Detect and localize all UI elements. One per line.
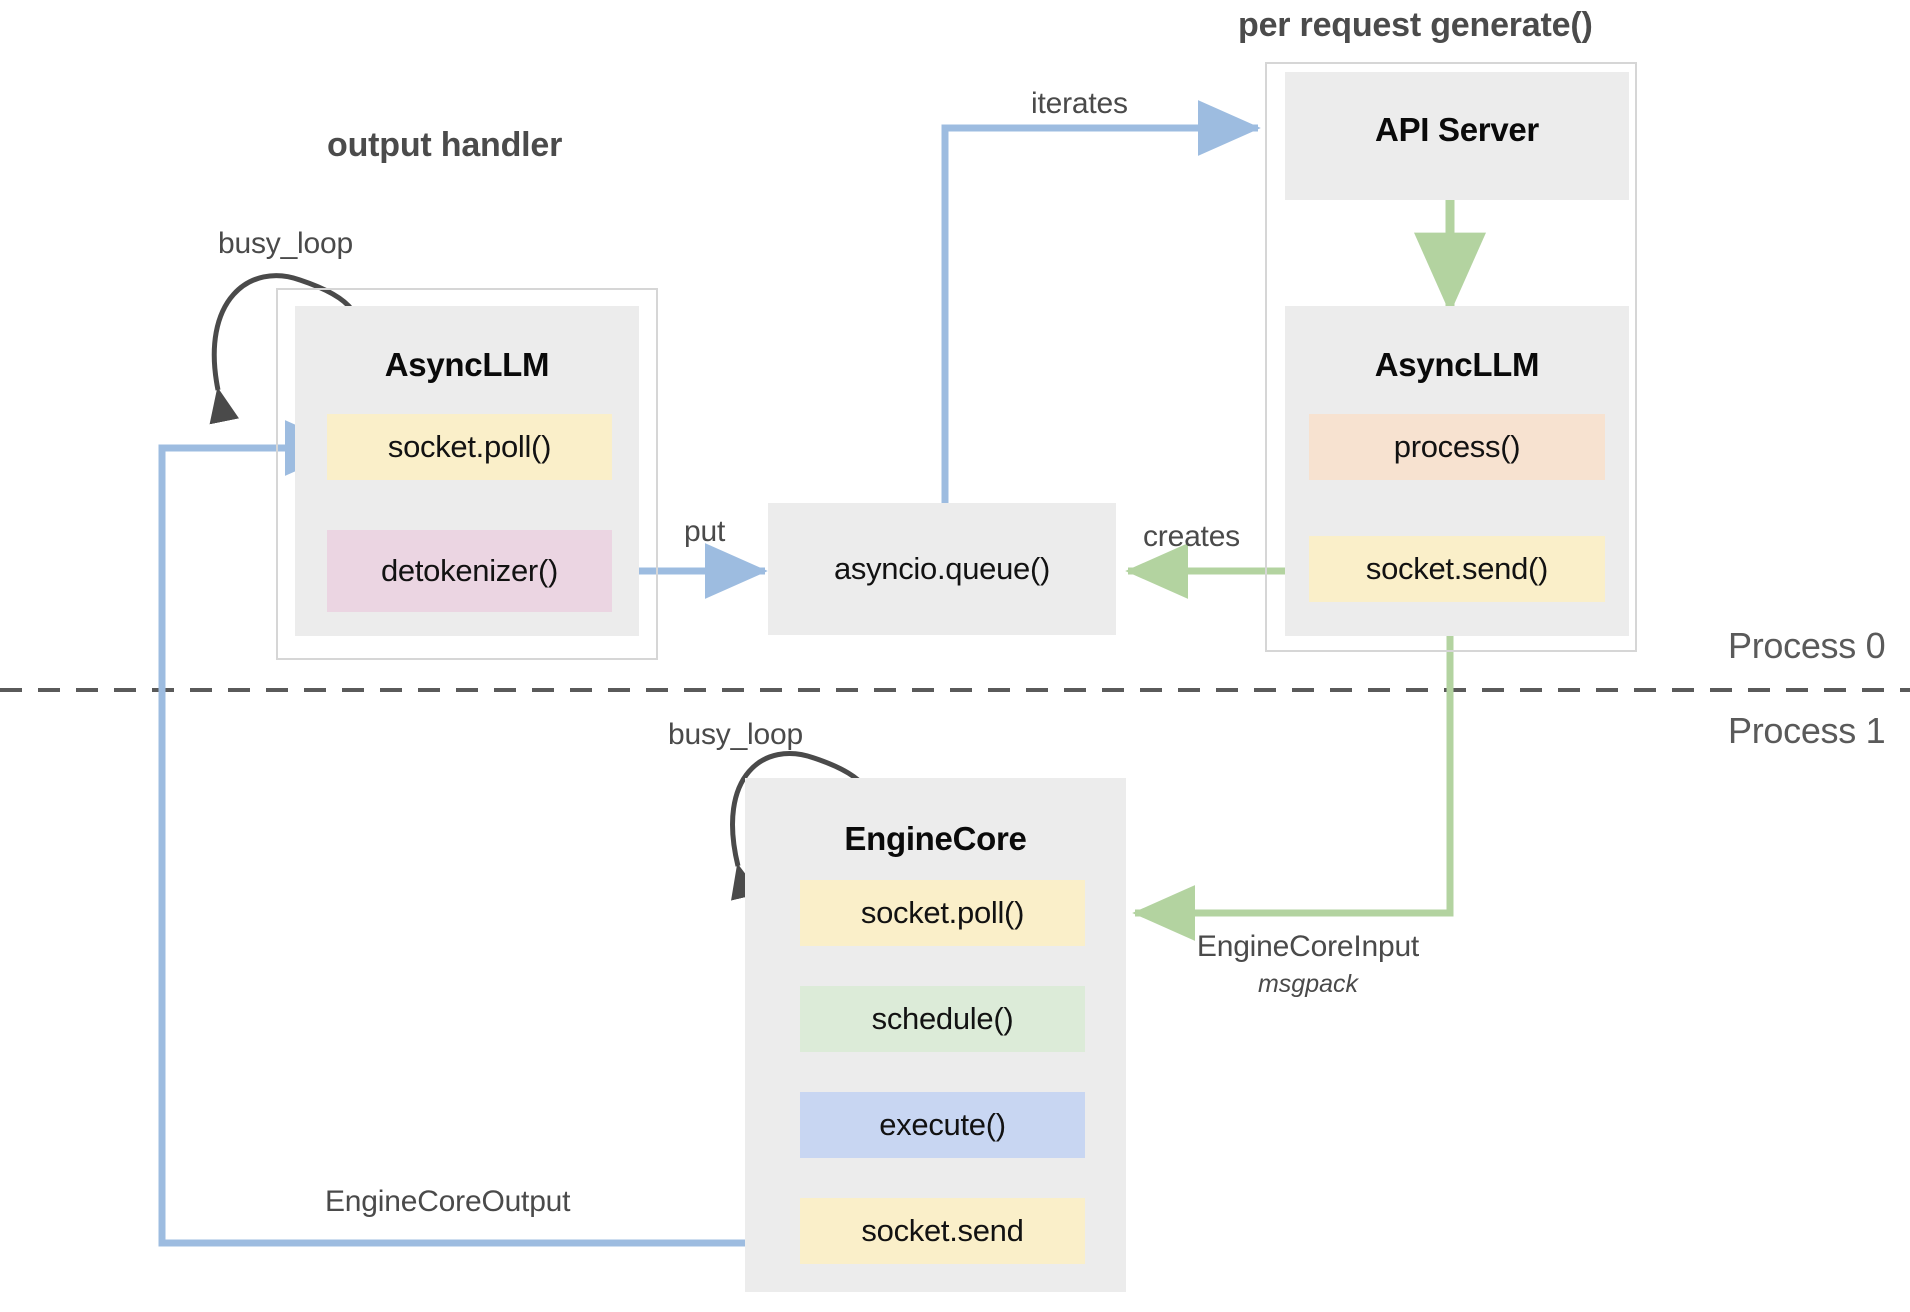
per-request-frame [1265, 62, 1637, 652]
iterates-label: iterates [1031, 87, 1128, 120]
asyncio-queue-box[interactable]: asyncio.queue() [768, 503, 1116, 635]
asyncllm-per-request-title: AsyncLLM [1374, 346, 1540, 383]
put-label: put [684, 515, 726, 548]
enginecoreinput-sublabel: msgpack [1257, 970, 1359, 998]
enginecoreinput-label: EngineCoreInput [1196, 930, 1420, 963]
asyncllm-socket-poll-box[interactable]: socket.poll() [327, 414, 612, 480]
per-request-title: per request generate() [1238, 6, 1593, 44]
creates-label: creates [1143, 520, 1240, 553]
busy-loop-label-enginecore: busy_loop [668, 718, 803, 751]
enginecore-execute-box[interactable]: execute() [800, 1092, 1085, 1158]
asyncllm-process-box[interactable]: process() [1309, 414, 1605, 480]
busy-loop-label-asyncllm: busy_loop [218, 227, 353, 260]
iterates-arrow [941, 100, 1261, 508]
output-handler-frame [276, 288, 658, 660]
enginecore-schedule-box[interactable]: schedule() [800, 986, 1085, 1052]
enginecore-title: EngineCore [844, 820, 1027, 857]
process-1-label: Process 1 [1728, 710, 1886, 751]
asyncllm-detokenizer-box[interactable]: detokenizer() [327, 530, 612, 612]
enginecore-socket-poll-box[interactable]: socket.poll() [800, 880, 1085, 946]
enginecore-socket-send-box[interactable]: socket.send [800, 1198, 1085, 1264]
enginecoreoutput-label: EngineCoreOutput [325, 1185, 571, 1218]
output-handler-title: output handler [327, 126, 563, 164]
asyncllm-socket-send-box[interactable]: socket.send() [1309, 536, 1605, 602]
api-server-title: API Server [1375, 111, 1539, 148]
asyncllm-output-handler-title: AsyncLLM [384, 346, 550, 383]
api-server-box[interactable]: API Server [1285, 72, 1629, 200]
process-0-label: Process 0 [1728, 625, 1886, 666]
